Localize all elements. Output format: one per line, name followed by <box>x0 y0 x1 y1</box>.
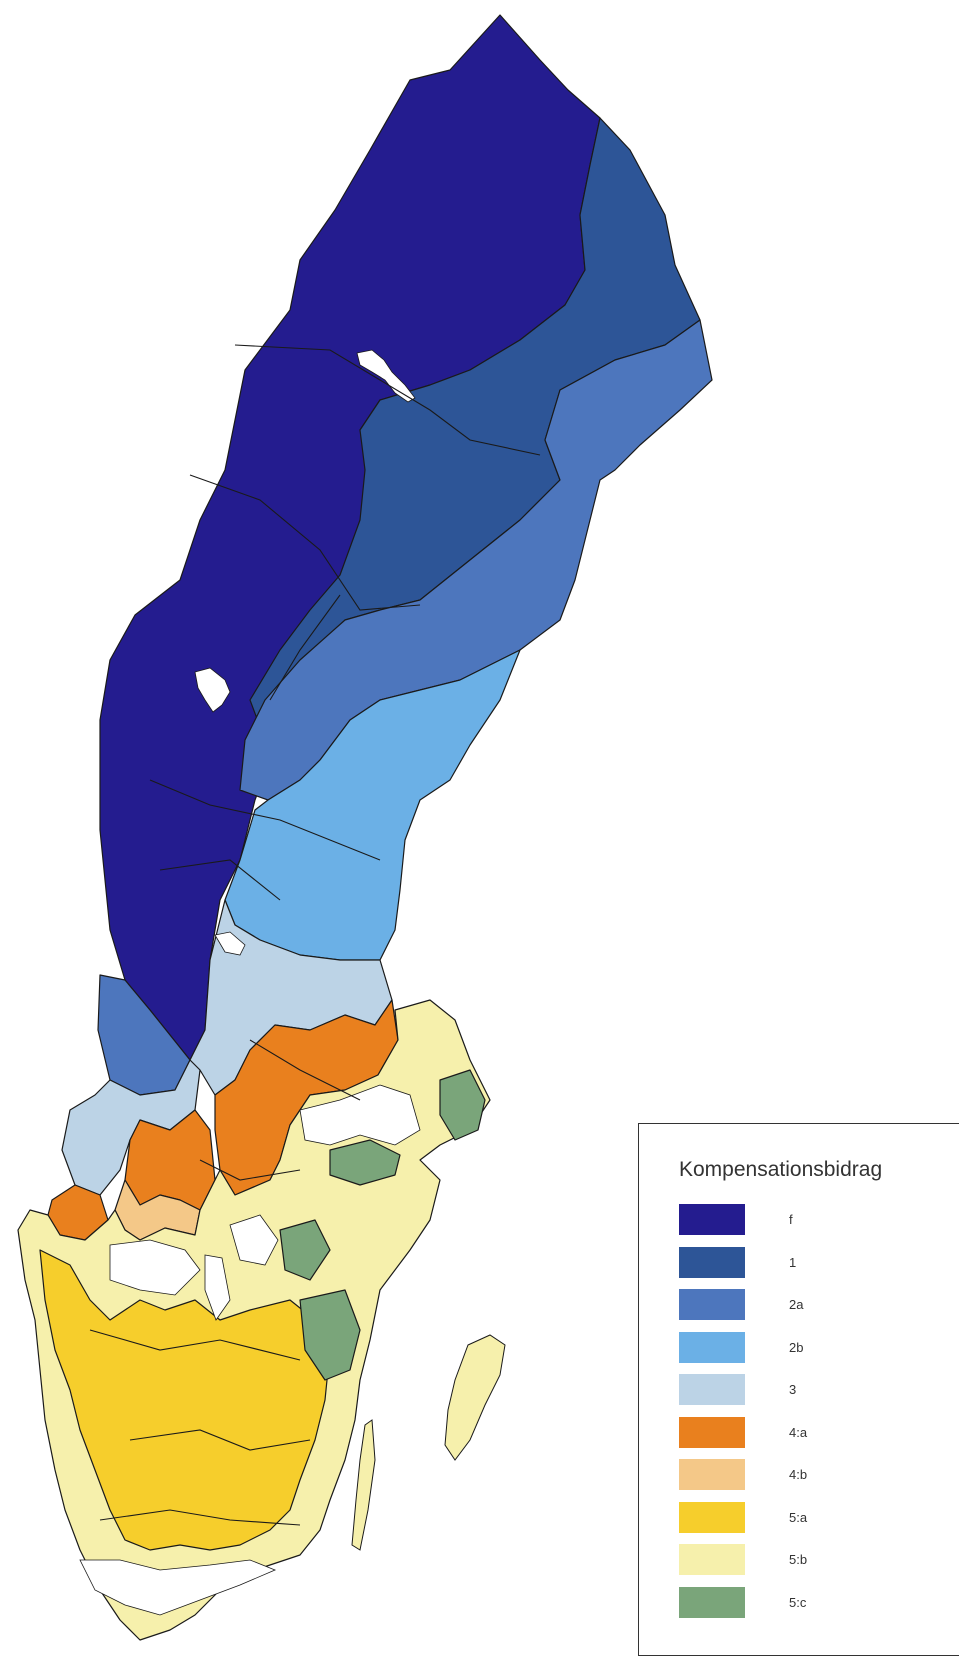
legend-label: f <box>789 1212 793 1227</box>
legend-item: 4:a <box>679 1416 808 1460</box>
gotland-island <box>444 1334 506 1461</box>
legend-swatch <box>679 1416 745 1448</box>
legend-label: 5:b <box>789 1552 808 1567</box>
legend-swatch <box>679 1204 745 1235</box>
legend-swatch <box>679 1246 745 1278</box>
legend-label: 2b <box>789 1339 804 1355</box>
zone-5a-region <box>39 1249 331 1551</box>
lake-storsjon <box>194 667 231 713</box>
unclassified-area <box>79 1084 421 1616</box>
legend-item: 5:c <box>679 1586 807 1630</box>
legend-item: 3 <box>679 1374 807 1417</box>
legend-label: 1 <box>789 1254 797 1270</box>
legend-swatch <box>679 1331 745 1363</box>
legend-label: 5:a <box>789 1509 808 1525</box>
legend-label: 4:b <box>789 1467 808 1482</box>
legend-swatch <box>679 1374 745 1405</box>
legend-item: f <box>679 1204 807 1247</box>
legend-list: f 1 2a 2b 3 4:a 4:b 5:a 5:b 5:c <box>679 1204 807 1629</box>
legend-item: 4:b <box>679 1459 807 1502</box>
legend-item: 2b <box>679 1331 807 1375</box>
legend-swatch <box>679 1544 745 1575</box>
zone-5c-region <box>279 1069 486 1381</box>
legend-label: 4:a <box>789 1424 808 1440</box>
oland-island <box>351 1419 376 1551</box>
legend-swatch <box>679 1289 745 1320</box>
legend-label: 2a <box>789 1297 804 1312</box>
legend-swatch <box>679 1459 745 1490</box>
legend-swatch <box>679 1586 745 1618</box>
lake-siljan <box>214 931 246 956</box>
map-legend: Kompensationsbidrag f 1 2a 2b 3 4:a 4:b 5:a 5:b 5… <box>638 1123 959 1656</box>
legend-item: 5:a <box>679 1501 808 1545</box>
legend-title: Kompensationsbidrag <box>679 1158 883 1181</box>
legend-item: 5:b <box>679 1544 807 1587</box>
legend-label: 3 <box>789 1382 797 1397</box>
lake-torneträsk <box>356 349 416 403</box>
legend-label: 5:c <box>789 1594 807 1610</box>
county-border <box>89 344 541 1526</box>
legend-item: 2a <box>679 1289 807 1332</box>
legend-swatch <box>679 1501 745 1533</box>
legend-item: 1 <box>679 1246 807 1290</box>
